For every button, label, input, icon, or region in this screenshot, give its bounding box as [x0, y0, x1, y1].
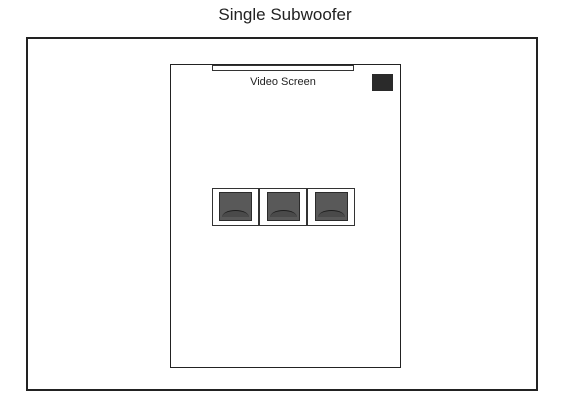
subwoofer-icon [372, 74, 393, 91]
seat-cushion [270, 210, 297, 217]
seat-icon [219, 192, 252, 221]
seat-unit-2 [259, 188, 307, 226]
seat-unit-3 [307, 188, 355, 226]
diagram-title: Single Subwoofer [218, 5, 352, 24]
seat-icon [267, 192, 300, 221]
outer-frame [26, 37, 538, 391]
seat-unit-1 [212, 188, 259, 226]
room-outline [170, 64, 401, 368]
seat-cushion [318, 210, 345, 217]
video-screen-label: Video Screen [250, 76, 316, 88]
seat-cushion [222, 210, 249, 217]
seat-icon [315, 192, 348, 221]
video-screen [212, 65, 354, 71]
